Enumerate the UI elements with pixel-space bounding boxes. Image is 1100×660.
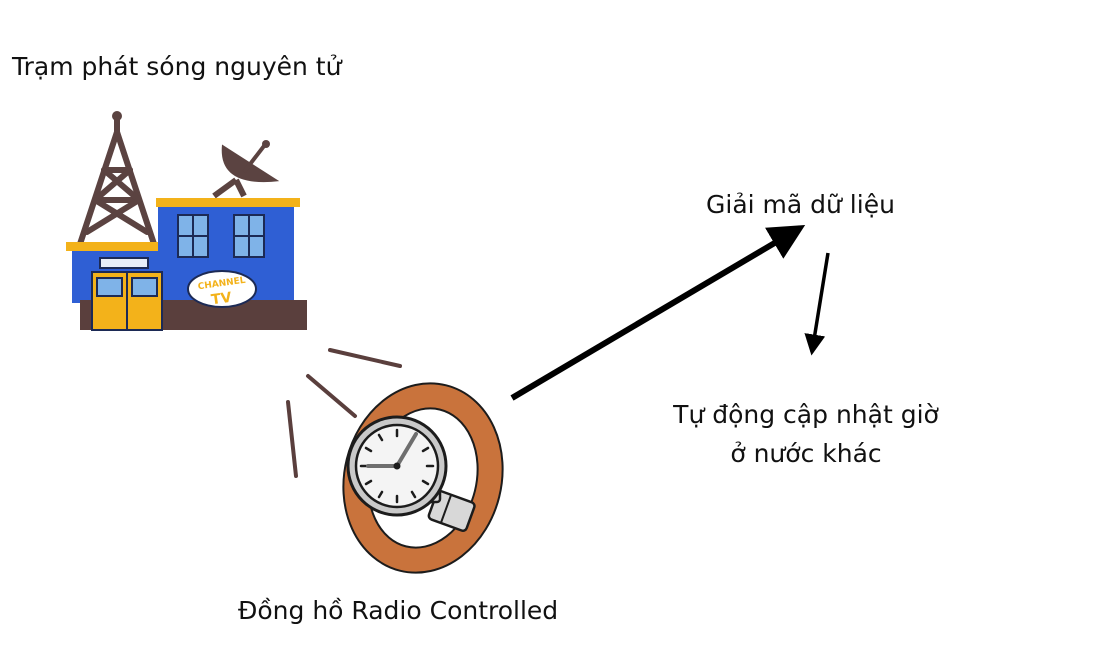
decode-label: Giải mã dữ liệu [706, 190, 895, 219]
arrow-to-decode [510, 224, 806, 401]
arrow-to-update [804, 252, 830, 356]
sign-text-tv: TV [210, 290, 233, 309]
transmission-tower-icon [77, 115, 157, 247]
channel-tv-sign: CHANNEL TV [187, 270, 257, 309]
radio-signal-lines [286, 348, 402, 478]
wristwatch-icon [342, 382, 504, 574]
radio-station-building-icon: CHANNEL TV [66, 111, 307, 331]
station-label: Trạm phát sóng nguyên tử [12, 52, 342, 81]
auto-update-line-2: ở nước khác [730, 438, 882, 468]
clock-label: Đồng hồ Radio Controlled [238, 596, 559, 625]
auto-update-label: Tự động cập nhật giờ ở nước khác [620, 396, 992, 474]
satellite-dish-icon [212, 140, 280, 199]
door-icon [91, 271, 163, 331]
auto-update-line-1: Tự động cập nhật giờ [673, 400, 939, 429]
